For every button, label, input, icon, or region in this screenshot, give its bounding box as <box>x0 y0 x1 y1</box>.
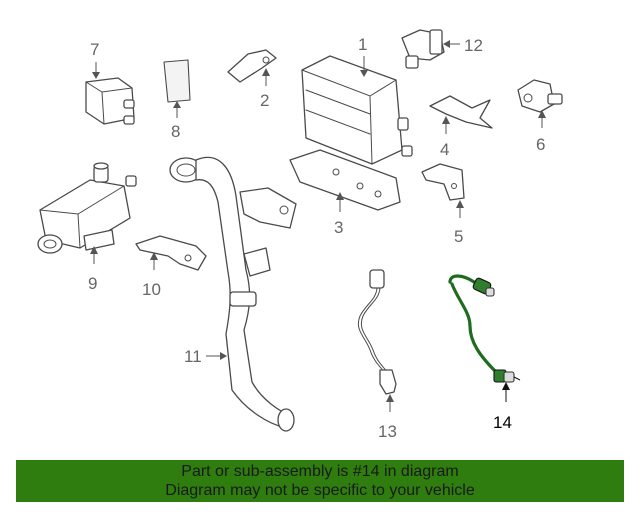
callout-6: 6 <box>536 135 545 154</box>
callout-10: 10 <box>142 280 161 299</box>
info-banner: Part or sub-assembly is #14 in diagram D… <box>16 460 624 502</box>
part-2-bracket <box>227 49 277 83</box>
callout-8: 8 <box>171 122 180 141</box>
part-6-purge-valve <box>517 79 563 113</box>
banner-line-2: Diagram may not be specific to your vehi… <box>165 482 475 499</box>
part-1-canister <box>301 55 413 165</box>
callout-7: 7 <box>90 40 99 59</box>
part-14-oxygen-sensor <box>448 274 521 383</box>
callout-14: 14 <box>493 413 512 432</box>
callout-13: 13 <box>378 422 397 441</box>
part-8-sheet <box>163 59 191 103</box>
part-3-plate <box>289 149 401 211</box>
callout-9: 9 <box>88 274 97 293</box>
part-4-bracket <box>429 95 493 129</box>
part-13-oxygen-sensor <box>357 269 397 395</box>
part-11-filler-pipe <box>169 156 297 432</box>
parts-diagram: 7 8 2 1 3 12 <box>37 29 563 441</box>
callout-3: 3 <box>334 218 343 237</box>
callout-11: 11 <box>184 347 202 366</box>
part-5-bracket <box>421 163 465 201</box>
callout-4: 4 <box>440 140 449 159</box>
part-9-valve-assembly <box>37 162 137 254</box>
banner-line-1: Part or sub-assembly is #14 in diagram <box>181 463 459 480</box>
callout-2: 2 <box>260 91 269 110</box>
part-10-bracket <box>135 235 207 271</box>
part-7-resonator <box>85 77 135 125</box>
callout-5: 5 <box>454 227 463 246</box>
callout-1: 1 <box>358 35 367 54</box>
part-12-valve <box>401 29 445 69</box>
callout-12: 12 <box>464 36 483 55</box>
